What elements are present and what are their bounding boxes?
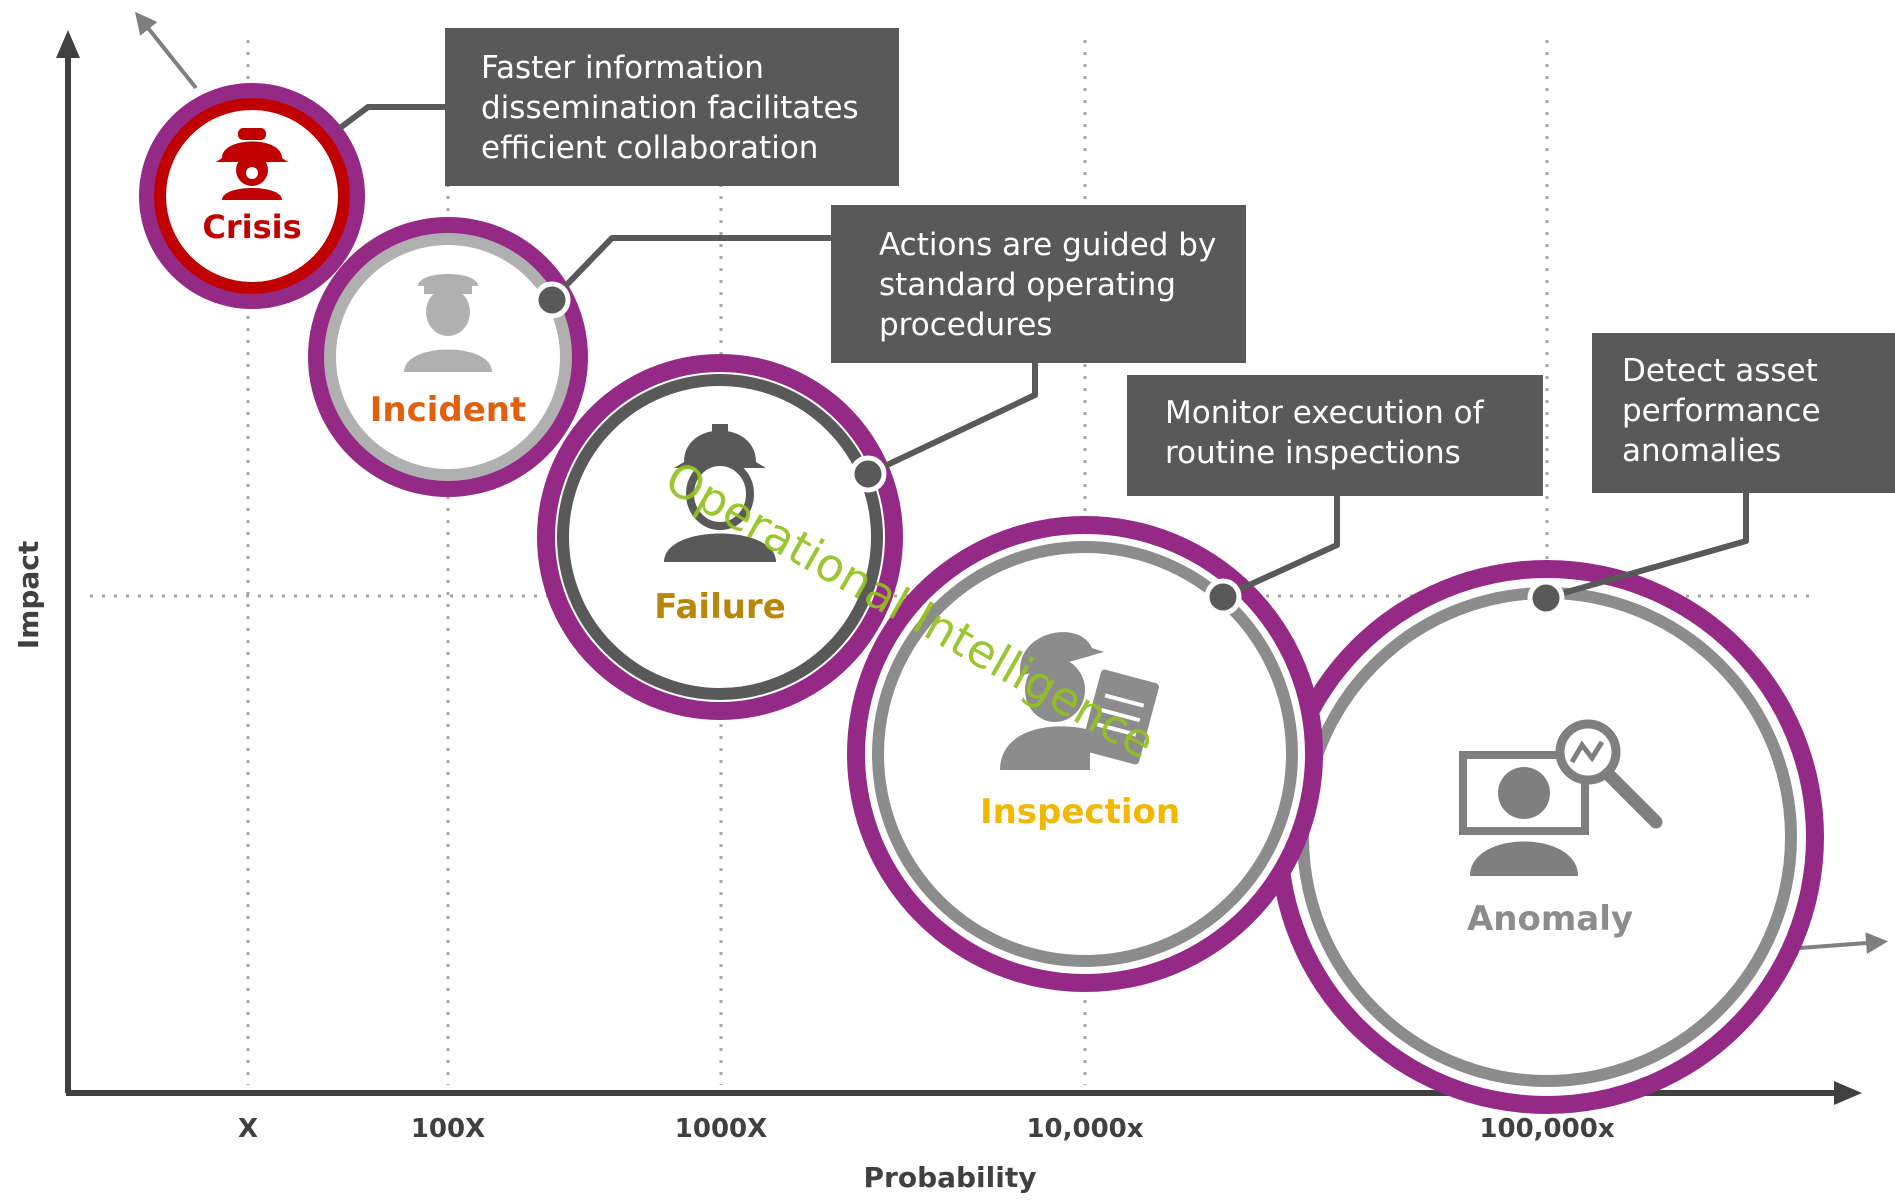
x-axis-title: Probability bbox=[864, 1161, 1037, 1194]
x-axis-arrowhead bbox=[1834, 1081, 1862, 1105]
connector-dot-anomaly bbox=[1527, 579, 1565, 617]
x-tick-label: 100,000x bbox=[1479, 1114, 1614, 1144]
connector-inspection bbox=[1221, 496, 1340, 600]
connectors bbox=[338, 104, 1749, 601]
connector-dot-incident bbox=[533, 281, 571, 319]
inner-ring bbox=[154, 98, 350, 294]
police-officer-icon bbox=[404, 274, 492, 372]
trend-arrows bbox=[135, 11, 1888, 955]
trend-arrow-right bbox=[1799, 932, 1888, 955]
callout-crisis: Faster information dissemination facilit… bbox=[445, 28, 899, 186]
construction-worker-icon bbox=[664, 424, 776, 562]
inner-ring bbox=[557, 374, 883, 700]
connector-anomaly bbox=[1545, 493, 1749, 601]
stage-label-failure: Failure bbox=[654, 587, 786, 627]
connector-incident bbox=[549, 235, 832, 303]
connector-crisis bbox=[338, 104, 448, 131]
y-axis-arrowhead bbox=[56, 30, 80, 58]
stage-label-inspection: Inspection bbox=[980, 792, 1180, 832]
stage-label-anomaly: Anomaly bbox=[1467, 899, 1633, 939]
y-axis-title: Impact bbox=[12, 541, 45, 650]
stage-anomaly: Anomaly bbox=[1270, 560, 1824, 1114]
stage-label-crisis: Crisis bbox=[202, 208, 301, 246]
x-tick-label: X bbox=[238, 1114, 258, 1144]
callout-failure: Monitor execution of routine inspections bbox=[1127, 375, 1543, 496]
inspector-clipboard-icon bbox=[1000, 632, 1159, 770]
inner-ring bbox=[324, 233, 572, 481]
callout-anomaly: Detect asset performance anomalies bbox=[1592, 333, 1895, 493]
stage-label-incident: Incident bbox=[370, 390, 527, 430]
connector-dots bbox=[533, 281, 1565, 617]
analyst-monitor-icon bbox=[1459, 719, 1663, 876]
connector-dot-failure bbox=[849, 455, 887, 493]
connector-dot-inspection bbox=[1204, 578, 1242, 616]
x-tick-label: 10,000x bbox=[1026, 1114, 1143, 1144]
connector-failure bbox=[866, 363, 1038, 477]
callout-incident: Actions are guided by standard operating… bbox=[831, 205, 1246, 363]
x-tick-label: 1000X bbox=[675, 1114, 767, 1144]
inner-ring bbox=[872, 541, 1298, 967]
firefighter-icon bbox=[216, 128, 288, 200]
x-tick-label: 100X bbox=[411, 1114, 485, 1144]
trend-arrow-up bbox=[135, 11, 198, 90]
inner-background bbox=[1288, 578, 1806, 1096]
